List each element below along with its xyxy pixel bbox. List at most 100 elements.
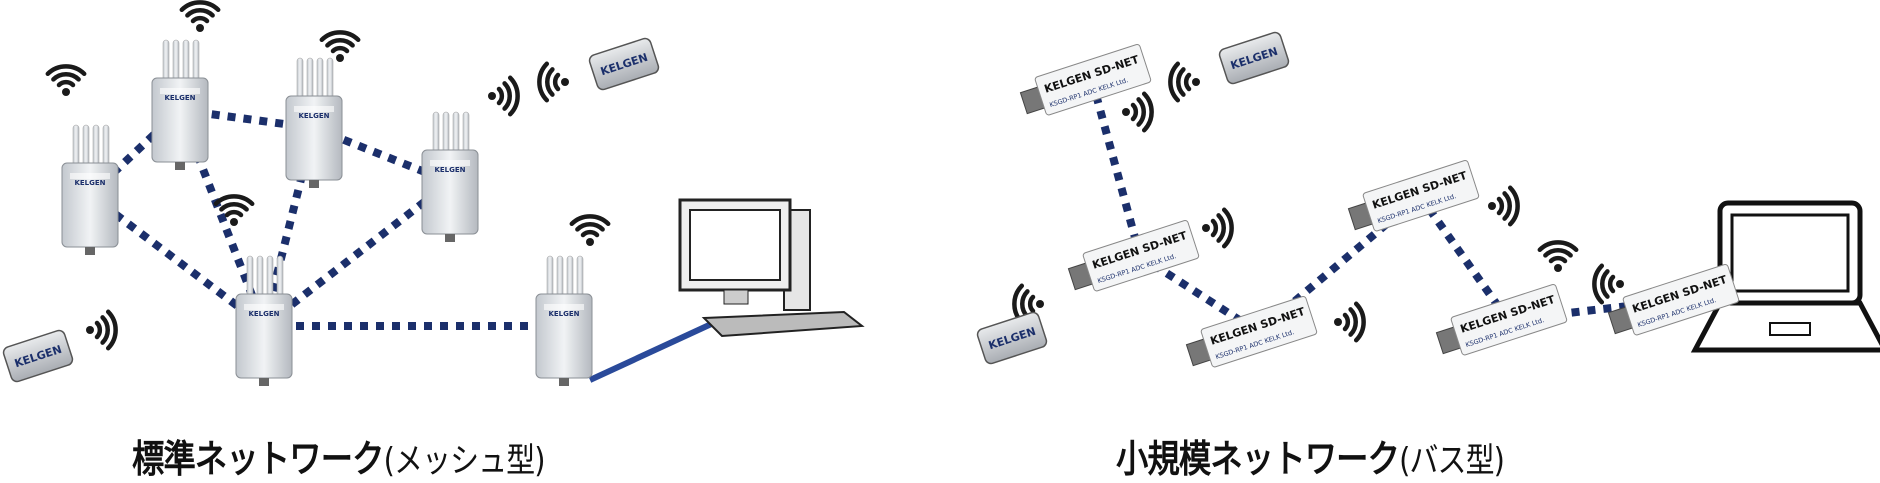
- usb-stick-body: [1450, 283, 1568, 356]
- wifi-arc: [1507, 185, 1520, 227]
- sensor-box-body: [588, 37, 660, 91]
- wifi-arc: [100, 315, 110, 345]
- wifi-arc: [45, 64, 87, 77]
- wifi-icon: [179, 0, 221, 32]
- wifi-arc: [1600, 269, 1610, 299]
- wifi-arc: [190, 15, 210, 24]
- antenna: [246, 255, 254, 299]
- bus-network-caption: 小規模ネットワーク(バス型): [1116, 428, 1505, 483]
- antenna: [102, 124, 110, 168]
- sensor-box-body: [1218, 31, 1290, 85]
- wifi-arc: [319, 30, 361, 43]
- antenna: [546, 255, 554, 299]
- mesh-title: 標準ネットワーク: [132, 437, 384, 481]
- wifi-arc: [1216, 213, 1226, 243]
- laptop: [1690, 200, 1880, 353]
- wifi-arc: [1141, 91, 1154, 133]
- antenna: [162, 39, 170, 83]
- antenna: [432, 111, 440, 155]
- wifi-dot: [1122, 108, 1130, 116]
- wifi-icon: [569, 214, 611, 246]
- wifi-dot: [62, 88, 70, 96]
- wifi-dot: [1036, 300, 1044, 308]
- antenna: [72, 124, 80, 168]
- router-highlight: [544, 304, 584, 310]
- wifi-icon: [537, 61, 569, 103]
- wifi-arc: [179, 0, 221, 13]
- sensor-box: KELGEN: [1218, 31, 1290, 85]
- wired-link: [588, 317, 722, 383]
- router-device: KELGEN: [421, 111, 479, 242]
- router-highlight: [430, 160, 470, 166]
- wifi-icon: [45, 64, 87, 96]
- wifi-arc: [545, 67, 555, 97]
- wifi-arc: [1168, 61, 1181, 103]
- wireless-link: [1416, 193, 1512, 323]
- wifi-arc: [1210, 218, 1219, 238]
- monitor-screen: [689, 209, 781, 281]
- wifi-arc: [575, 222, 605, 232]
- router-highlight: [160, 88, 200, 94]
- antenna: [296, 57, 304, 101]
- antenna: [452, 111, 460, 155]
- bus-title: 小規模ネットワーク: [1116, 437, 1400, 481]
- antenna: [576, 255, 584, 299]
- router-brand: KELGEN: [298, 112, 329, 120]
- antenna: [326, 57, 334, 101]
- wifi-icon: [1334, 301, 1366, 343]
- laptop-screen: [1730, 213, 1850, 293]
- wifi-arc: [502, 81, 512, 111]
- wifi-arc: [325, 38, 355, 48]
- sensor-box: KELGEN: [976, 311, 1048, 365]
- wifi-icon: [213, 194, 255, 226]
- usb-stick-body: [1200, 295, 1318, 368]
- router-device: KELGEN: [151, 39, 209, 170]
- wifi-arc: [105, 309, 118, 351]
- wifi-arc: [51, 72, 81, 82]
- wifi-arc: [1496, 196, 1505, 216]
- laptop-base: [1690, 300, 1880, 353]
- wifi-arc: [1592, 263, 1605, 305]
- wifi-arc: [1537, 240, 1579, 253]
- router-highlight: [244, 304, 284, 310]
- wifi-dot: [1202, 224, 1210, 232]
- wireless-link: [87, 191, 267, 330]
- router-highlight: [294, 106, 334, 112]
- router-device: KELGEN: [535, 255, 593, 386]
- usb-stick-body: [1082, 219, 1200, 292]
- wifi-arc: [94, 320, 103, 340]
- wifi-icon: [319, 30, 361, 62]
- router-highlight: [70, 173, 110, 179]
- wifi-arc: [1027, 294, 1036, 314]
- router-brand: KELGEN: [248, 310, 279, 318]
- usb-stick-body: [1622, 263, 1740, 336]
- wifi-arc: [507, 75, 520, 117]
- wifi-arc: [1543, 248, 1573, 258]
- wifi-dot: [86, 326, 94, 334]
- wifi-arc: [537, 61, 550, 103]
- usb-stick-body: [1034, 43, 1152, 116]
- wireless-link: [261, 178, 453, 330]
- wifi-arc: [330, 45, 350, 54]
- wifi-arc: [224, 209, 244, 218]
- antenna: [182, 39, 190, 83]
- wifi-arc: [496, 86, 505, 106]
- wifi-arc: [1342, 312, 1351, 332]
- keyboard: [701, 310, 865, 338]
- router-connector: [309, 180, 319, 188]
- wifi-icon: [1592, 263, 1624, 305]
- wifi-dot: [196, 24, 204, 32]
- wifi-arc: [1221, 207, 1234, 249]
- wifi-icon: [488, 75, 520, 117]
- wifi-arc: [580, 229, 600, 238]
- usb-stick-body: [1362, 159, 1480, 232]
- sensor-box: KELGEN: [588, 37, 660, 91]
- wifi-arc: [1353, 301, 1366, 343]
- wifi-dot: [1554, 264, 1562, 272]
- monitor-stand: [723, 289, 749, 305]
- antenna: [316, 57, 324, 101]
- wifi-dot: [230, 218, 238, 226]
- wifi-icon: [1537, 240, 1579, 272]
